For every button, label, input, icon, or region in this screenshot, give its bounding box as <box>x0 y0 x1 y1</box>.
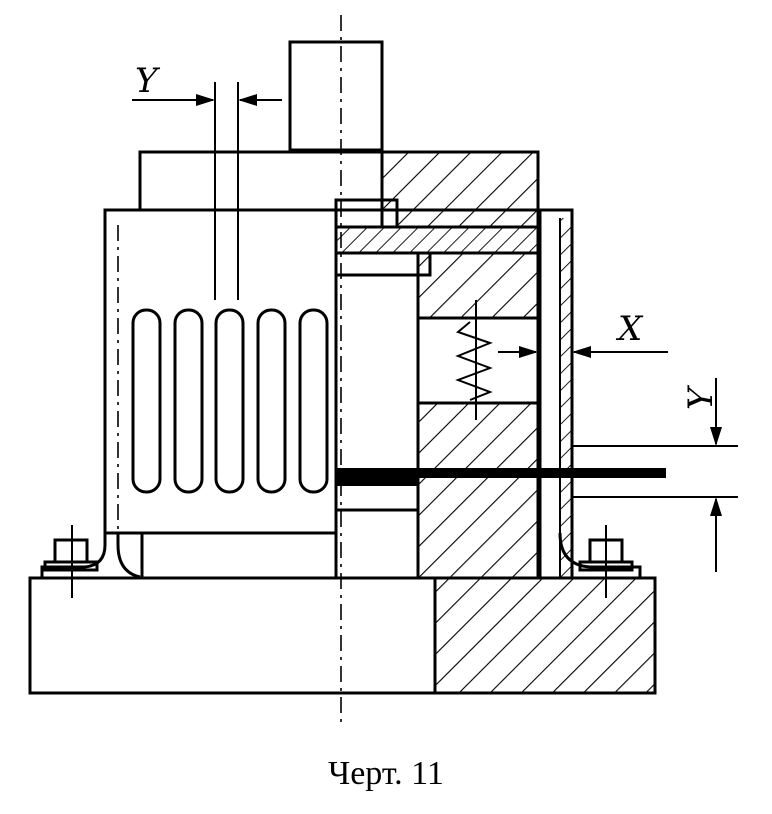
right-bolt-icon <box>578 525 634 598</box>
slotted-housing <box>40 208 338 580</box>
dimension-y-top <box>132 82 282 300</box>
left-bolt-icon <box>43 525 99 598</box>
label-y-top: Y <box>135 61 161 101</box>
right-sleeve <box>538 208 642 580</box>
inner-column <box>334 273 420 580</box>
dimension-y-right <box>572 378 738 572</box>
right-blocks <box>336 251 666 580</box>
label-x: X <box>615 309 644 349</box>
flat-strip <box>336 468 666 478</box>
label-y-right: Y <box>681 384 721 410</box>
top-shaft <box>288 40 384 152</box>
figure-caption: Черт. 11 <box>328 755 444 792</box>
cap-block <box>138 150 540 227</box>
spring-icon <box>455 321 493 401</box>
base-plate <box>28 576 657 695</box>
dimension-x <box>498 336 668 470</box>
